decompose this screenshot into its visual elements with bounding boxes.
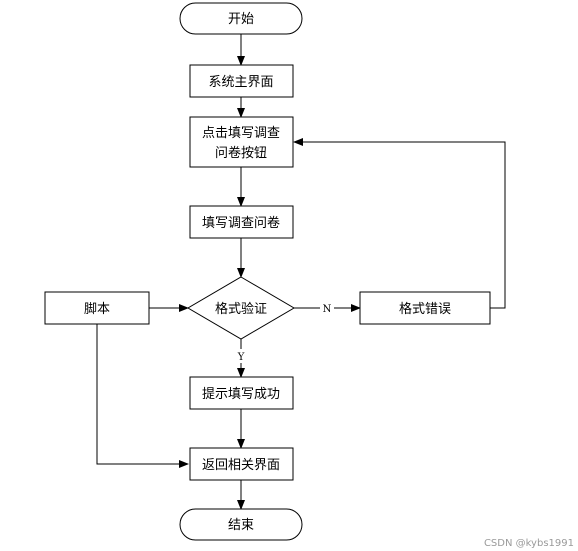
- edge-label-no: N: [323, 304, 332, 315]
- click-button-box: [189, 116, 294, 168]
- start-terminal: [179, 2, 303, 35]
- success-label: 提示填写成功: [202, 386, 280, 402]
- main-ui-label: 系统主界面: [208, 75, 273, 90]
- edge-error-loop-to-click: [293, 138, 506, 309]
- return-label: 返回相关界面: [202, 458, 280, 473]
- validate-diamond: [187, 276, 295, 340]
- watermark: CSDN @kybs1991: [483, 538, 574, 549]
- click-button-label-line1: 点击填写调查: [202, 126, 280, 141]
- error-box: [359, 291, 491, 325]
- return-box: [189, 447, 294, 481]
- end-terminal: [179, 508, 303, 541]
- script-label: 脚本: [84, 301, 110, 317]
- script-box: [44, 291, 150, 325]
- success-box: [189, 376, 294, 410]
- edge-label-yes: Y: [237, 352, 245, 363]
- validate-label: 格式验证: [215, 301, 267, 317]
- fill-survey-label: 填写调查问卷: [202, 215, 280, 231]
- fill-survey-box: [189, 205, 294, 239]
- start-label: 开始: [228, 12, 254, 27]
- click-button-label-line2: 问卷按钮: [215, 145, 267, 161]
- main-ui-box: [189, 64, 294, 98]
- error-label: 格式错误: [399, 301, 451, 317]
- end-label: 结束: [228, 518, 254, 533]
- edge-script-to-return: [96, 324, 189, 468]
